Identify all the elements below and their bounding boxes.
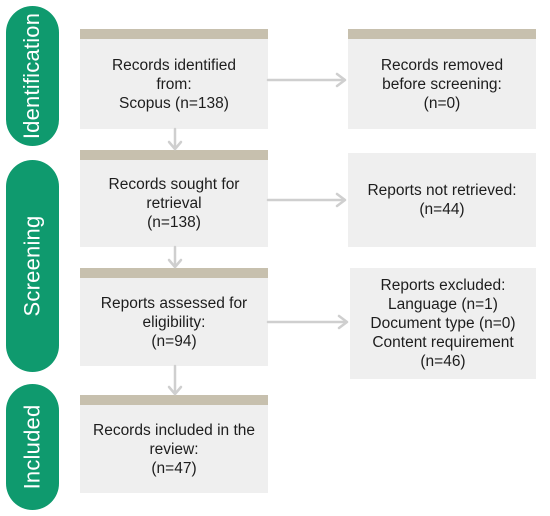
arrow-right-2-head	[335, 192, 347, 208]
box-records-included-text: Records included in the review: (n=47)	[93, 421, 255, 477]
box-records-included: Records included in the review: (n=47)	[80, 395, 268, 493]
box-records-identified-text: Records identified from: Scopus (n=138)	[111, 56, 237, 112]
box-records-sought: Records sought for retrieval (n=138)	[80, 150, 268, 247]
box-reports-assessed-text: Reports assessed for eligibility: (n=94)	[100, 294, 248, 350]
box-records-removed-text: Records removed before screening: (n=0)	[380, 56, 504, 112]
box-records-identified: Records identified from: Scopus (n=138)	[80, 29, 268, 129]
phase-identification: Identification	[6, 6, 59, 146]
phase-included-label: Included	[19, 404, 45, 490]
arrow-down-3-head	[167, 385, 183, 396]
box-reports-not-retrieved: Reports not retrieved: (n=44)	[348, 153, 536, 247]
arrow-down-1-head	[167, 140, 183, 151]
box-reports-assessed: Reports assessed for eligibility: (n=94)	[80, 268, 268, 366]
box-reports-not-retrieved-text: Reports not retrieved: (n=44)	[367, 182, 517, 218]
box-reports-excluded-text: Reports excluded: Language (n=1) Documen…	[370, 277, 516, 370]
phase-screening: Screening	[6, 160, 59, 372]
arrow-right-3-head	[337, 314, 349, 330]
phase-identification-label: Identification	[19, 12, 45, 140]
phase-screening-label: Screening	[19, 215, 45, 317]
arrow-right-1-head	[335, 72, 347, 88]
box-reports-excluded: Reports excluded: Language (n=1) Documen…	[350, 268, 536, 379]
arrow-down-2-head	[167, 258, 183, 269]
phase-included: Included	[6, 384, 59, 510]
box-records-removed: Records removed before screening: (n=0)	[348, 29, 536, 129]
box-records-sought-text: Records sought for retrieval (n=138)	[108, 176, 240, 231]
